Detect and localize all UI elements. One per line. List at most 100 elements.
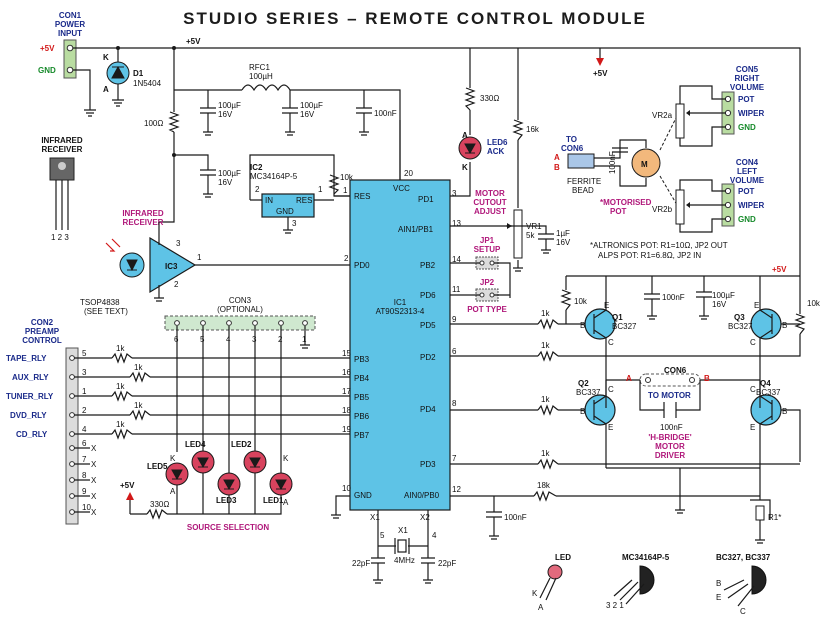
svg-text:CON6: CON6 <box>561 144 584 153</box>
svg-text:K: K <box>283 454 289 463</box>
res-18k <box>533 490 557 502</box>
svg-text:8: 8 <box>452 399 457 408</box>
svg-text:3 2 1: 3 2 1 <box>606 601 624 610</box>
svg-text:RIGHT: RIGHT <box>735 74 760 83</box>
cap-c3: 100nF <box>356 90 397 136</box>
con1-pin-gnd <box>66 66 74 74</box>
con5-right-volume: CON5 RIGHT VOLUME POT WIPER GND VR2a <box>652 65 765 147</box>
svg-text:VOLUME: VOLUME <box>730 176 765 185</box>
svg-text:PD6: PD6 <box>420 291 436 300</box>
svg-text:MOTOR: MOTOR <box>655 442 685 451</box>
pot-note: *ALTRONICS POT: R1=10Ω, JP2 OUT ALPS POT… <box>590 241 728 260</box>
svg-text:PD3: PD3 <box>420 460 436 469</box>
svg-text:LED3: LED3 <box>216 496 237 505</box>
ir-receiver-package: INFRARED RECEIVER 1 2 3 <box>41 136 83 242</box>
svg-text:B: B <box>580 407 585 416</box>
svg-text:1: 1 <box>82 387 87 396</box>
svg-text:LED1: LED1 <box>263 496 284 505</box>
svg-text:PB6: PB6 <box>354 412 370 421</box>
svg-text:18: 18 <box>342 406 351 415</box>
svg-text:MC34164P-5: MC34164P-5 <box>250 172 298 181</box>
con1-block <box>63 39 77 79</box>
schematic-title: STUDIO SERIES – REMOTE CONTROL MODULE <box>183 9 647 28</box>
preamp-resistors: 1k 1k 1k 1k 1k <box>74 344 350 440</box>
svg-text:6: 6 <box>452 347 457 356</box>
svg-text:1k: 1k <box>134 401 143 410</box>
svg-text:10k: 10k <box>574 297 588 306</box>
svg-text:TAPE_RLY: TAPE_RLY <box>6 354 47 363</box>
svg-text:Q1: Q1 <box>612 313 623 322</box>
svg-text:9: 9 <box>82 487 87 496</box>
svg-text:SOURCE SELECTION: SOURCE SELECTION <box>187 523 269 532</box>
svg-text:PD4: PD4 <box>420 405 436 414</box>
rail-5v-right-label: +5V <box>772 265 787 274</box>
svg-text:BC327, BC337: BC327, BC337 <box>716 553 771 562</box>
svg-text:3: 3 <box>176 239 181 248</box>
svg-text:ACK: ACK <box>487 147 505 156</box>
svg-text:LED6: LED6 <box>487 138 508 147</box>
svg-text:16V: 16V <box>300 110 315 119</box>
svg-text:PD5: PD5 <box>420 321 436 330</box>
con1-pin-plus <box>66 44 74 52</box>
package-bc327: BC327, BC337 B E C <box>716 553 771 616</box>
svg-text:16V: 16V <box>218 178 233 187</box>
res-1k-pd2 <box>537 350 559 362</box>
package-mc34164: MC34164P-5 3 2 1 <box>606 553 670 610</box>
svg-text:100nF: 100nF <box>662 293 685 302</box>
svg-text:ALPS POT: R1=6.8Ω, JP2 IN: ALPS POT: R1=6.8Ω, JP2 IN <box>598 251 701 260</box>
svg-text:16: 16 <box>342 368 351 377</box>
svg-text:A: A <box>170 487 176 496</box>
svg-text:9: 9 <box>452 315 457 324</box>
svg-text:1k: 1k <box>116 344 125 353</box>
svg-text:FERRITE: FERRITE <box>567 177 601 186</box>
svg-text:MC34164P-5: MC34164P-5 <box>622 553 670 562</box>
r1-wire <box>750 468 771 544</box>
svg-text:MOTOR: MOTOR <box>475 189 505 198</box>
svg-text:IC1: IC1 <box>394 298 407 307</box>
package-led: LED K A <box>532 553 571 612</box>
svg-text:A: A <box>626 374 632 383</box>
svg-text:AT90S2313-4: AT90S2313-4 <box>376 307 425 316</box>
svg-text:C: C <box>750 338 756 347</box>
vr1-motor-cutout: 16k VR1 5k MOTOR CUTOUT ADJUST 1µF 16V <box>450 48 571 272</box>
svg-text:PD1: PD1 <box>418 195 434 204</box>
svg-text:A: A <box>538 603 544 612</box>
svg-text:POT TYPE: POT TYPE <box>467 305 507 314</box>
svg-text:22pF: 22pF <box>352 559 370 568</box>
svg-text:GND: GND <box>276 207 294 216</box>
svg-text:2: 2 <box>344 254 349 263</box>
svg-text:A: A <box>283 498 289 507</box>
svg-text:2: 2 <box>174 280 179 289</box>
d1-ref: D1 <box>133 69 144 78</box>
rail-5v <box>73 47 801 300</box>
transistor-q3: Q3 BC327 B E C <box>728 276 800 354</box>
rail-5v-label: +5V <box>186 37 201 46</box>
diode-d1: K A D1 1N5404 <box>103 46 162 107</box>
svg-text:1k: 1k <box>134 363 143 372</box>
res-1k-pd2-label: 1k <box>541 341 550 350</box>
d1-a: A <box>103 85 109 94</box>
svg-text:Q4: Q4 <box>760 379 771 388</box>
svg-text:LED5: LED5 <box>147 462 168 471</box>
rfc1-ref: RFC1 <box>249 63 270 72</box>
hbridge-gnd <box>606 467 760 514</box>
svg-text:BC327: BC327 <box>728 322 753 331</box>
r1-label: R1* <box>768 513 781 522</box>
svg-text:*ALTRONICS POT: R1=10Ω, JP2 OU: *ALTRONICS POT: R1=10Ω, JP2 OUT <box>590 241 728 250</box>
res-1k-pd3-label: 1k <box>541 449 550 458</box>
svg-text:16V: 16V <box>712 300 727 309</box>
svg-text:E: E <box>608 423 613 432</box>
ic3-ir-receiver: INFRARED RECEIVER IC3 3 1 2 TSOP4838 (SE… <box>80 209 350 316</box>
hbridge-wires <box>605 354 761 408</box>
motorised-pot: TO CON6 A B FERRITE BEAD 100nF M *MOTORI… <box>554 109 681 216</box>
con1-gnd-label: GND <box>38 66 56 75</box>
wire-100r <box>159 48 175 223</box>
svg-text:20: 20 <box>404 169 413 178</box>
svg-text:BC337: BC337 <box>576 388 601 397</box>
jumper-jp1: JP1 SETUP <box>450 236 511 298</box>
source-leds: LED5 LED4 LED3 LED2 LED1 K A K A 330Ω +5… <box>120 358 293 532</box>
svg-text:7: 7 <box>452 454 457 463</box>
svg-text:GND: GND <box>738 123 756 132</box>
